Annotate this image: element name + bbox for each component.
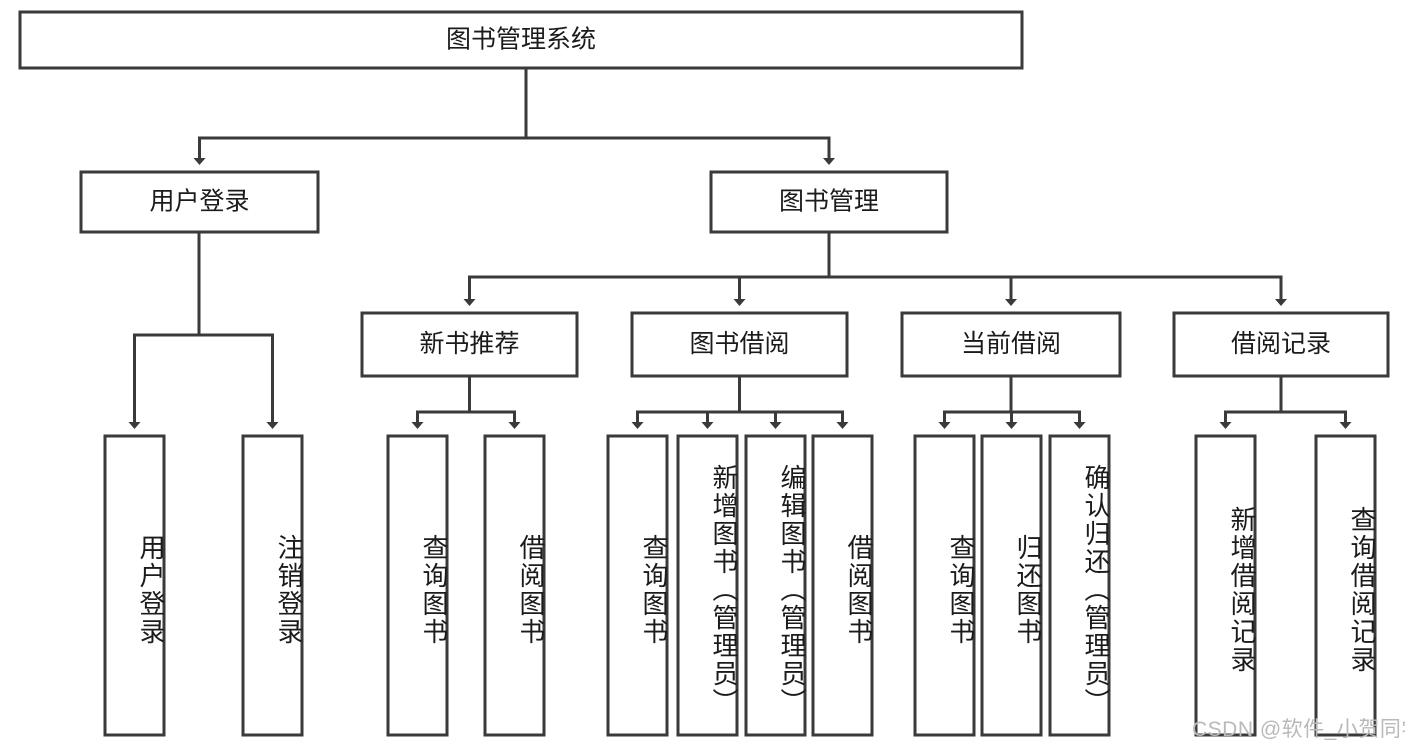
node-box-borrow-record[interactable] — [1172, 311, 1390, 378]
node-label-borrow-record: 借阅记录 — [1231, 330, 1331, 358]
edges-layer — [128, 66, 1352, 429]
node-box-leaf-confirm-return[interactable] — [1048, 434, 1111, 737]
node-label-root: 图书管理系统 — [446, 26, 596, 54]
node-box-leaf-user-login[interactable] — [103, 434, 166, 737]
node-box-leaf-return-book[interactable] — [980, 434, 1043, 737]
node-box-leaf-query-record[interactable] — [1314, 434, 1377, 737]
node-box-leaf-query-book-cur[interactable] — [913, 434, 976, 737]
watermark-text: CSDN @软件_小贺同学 — [1192, 718, 1405, 741]
node-label-user-login: 用户登录 — [149, 188, 249, 216]
node-box-leaf-borrow-book-rec[interactable] — [483, 434, 546, 737]
node-box-book-manage[interactable] — [709, 170, 949, 234]
node-box-leaf-add-record[interactable] — [1194, 434, 1257, 737]
node-box-leaf-query-book-borrow[interactable] — [606, 434, 669, 737]
node-box-leaf-edit-book[interactable] — [744, 434, 807, 737]
node-label-current-borrow: 当前借阅 — [961, 330, 1061, 358]
node-label-new-book-rec: 新书推荐 — [419, 330, 519, 358]
node-label-book-manage: 图书管理 — [779, 188, 879, 216]
node-box-leaf-query-book-rec[interactable] — [386, 434, 449, 737]
node-label-book-borrow: 图书借阅 — [689, 330, 789, 358]
node-box-leaf-borrow-book[interactable] — [811, 434, 874, 737]
node-box-new-book-rec[interactable] — [360, 311, 579, 378]
node-box-book-borrow[interactable] — [630, 311, 849, 378]
node-box-leaf-logout[interactable] — [241, 434, 304, 737]
node-box-root[interactable] — [18, 10, 1024, 70]
node-box-current-borrow[interactable] — [900, 311, 1122, 378]
node-box-user-login[interactable] — [79, 170, 320, 234]
node-box-leaf-add-book[interactable] — [676, 434, 739, 737]
